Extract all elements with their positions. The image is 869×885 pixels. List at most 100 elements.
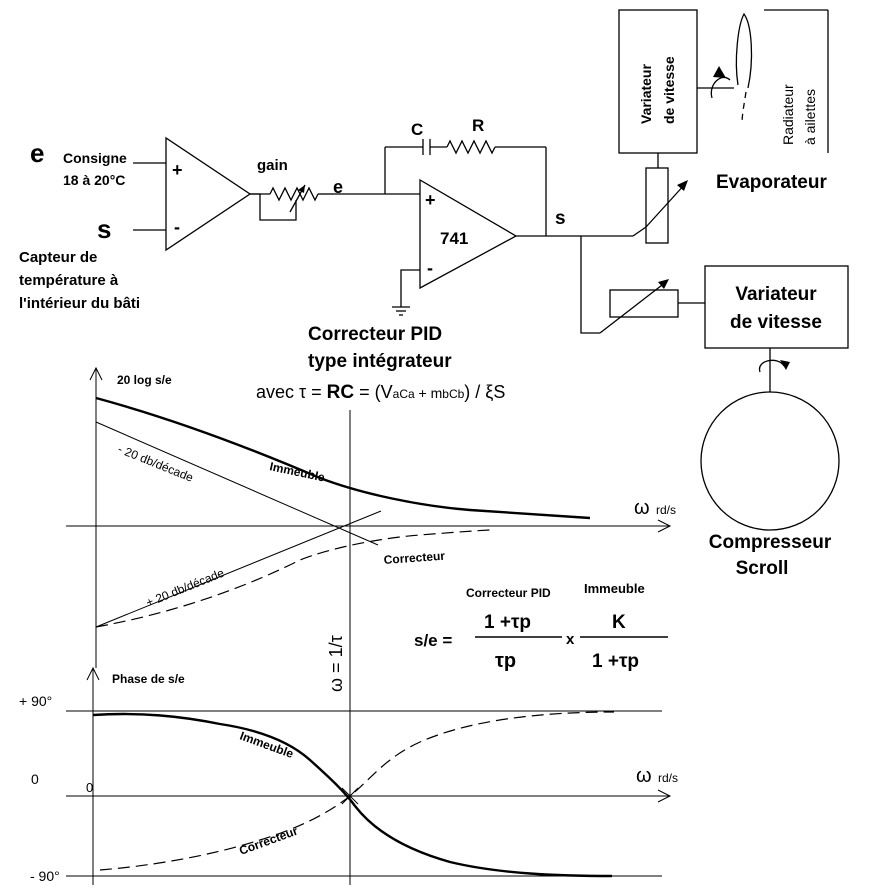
transfer-pid-label: Correcteur PID [466, 586, 551, 600]
transfer-den1: τp [495, 650, 516, 672]
s-input-label: s [97, 214, 111, 244]
formula-eq2: = (V [354, 382, 393, 402]
formula-plus-m: + m [415, 385, 443, 401]
evap-rotation-arrow-icon [710, 76, 731, 99]
evap-pot-wiper [645, 182, 687, 228]
phase-immeuble-label: Immeuble [238, 729, 296, 761]
radiator-line2: à ailettes [802, 89, 818, 145]
phase-x-axis-arrow-icon [657, 789, 672, 803]
pid-subtitle: type intégrateur [308, 351, 452, 372]
formula-tau: τ [299, 382, 306, 402]
transfer-num2: K [612, 612, 626, 633]
asymptote-minus-20 [95, 421, 379, 546]
pid-title: Correcteur PID [308, 324, 442, 345]
resistor-label: R [472, 116, 484, 135]
evap-potentiometer [645, 167, 669, 244]
gain-curve-immeuble [95, 396, 591, 520]
evap-rotation-arrowhead-icon [713, 66, 726, 78]
formula-sub-aca: aCa [393, 387, 415, 401]
consigne-range-label: 18 à 20°C [63, 172, 125, 188]
evap-variator-line1: Variateur [638, 64, 654, 124]
gain-y-axis-label: 20 log s/e [117, 373, 172, 387]
compressor-label-line1: Compresseur [709, 532, 832, 553]
compressor-potentiometer [609, 289, 679, 318]
capteur-label-1: Capteur de [19, 249, 97, 266]
transfer-immeuble-label: Immeuble [584, 581, 645, 596]
phase-cross-mark-2 [341, 787, 359, 805]
evap-pot-wire [632, 226, 647, 237]
feedback-resistor [446, 139, 496, 155]
compressor-scroll-circle [700, 391, 840, 531]
e-input-label: e [30, 138, 44, 168]
evaporator-label: Evaporateur [716, 172, 827, 193]
formula-sub-bcb: bCb [442, 387, 464, 401]
gain-wiper-arrow-icon [298, 185, 305, 193]
phase-x-unit: rd/s [658, 771, 678, 785]
phase-x-omega: ω [636, 765, 652, 787]
phase-correcteur-label: Correcteur [237, 824, 300, 858]
formula-prefix: avec [256, 382, 299, 402]
transfer-times: x [566, 631, 575, 648]
gain-resistor [269, 186, 319, 202]
gain-curve-correcteur [95, 529, 491, 628]
compressor-pot-arrow-icon [658, 279, 669, 289]
fan-blade-top-icon [735, 12, 753, 89]
gain-x-omega: ω [634, 497, 650, 519]
radiator-line1: Radiateur [780, 84, 796, 145]
phase-tick-plus90: + 90° [19, 693, 52, 709]
phase-tick-zero-inner: 0 [86, 780, 93, 795]
evap-pot-arrow-icon [677, 180, 688, 191]
gain-x-unit: rd/s [656, 503, 676, 517]
comparator-opamp [165, 136, 252, 252]
gain-feedback-wire [250, 193, 297, 221]
consigne-label: Consigne [63, 150, 127, 166]
ground-wire [400, 269, 420, 307]
comparator-minus-sign: - [174, 217, 180, 237]
transfer-num1: 1 +τp [484, 612, 531, 633]
gain-immeuble-label: Immeuble [268, 459, 326, 484]
transfer-lhs: s/e = [414, 631, 452, 650]
compressor-variator-line2: de vitesse [730, 312, 822, 333]
capteur-label-2: température à [19, 272, 119, 289]
formula-rc: RC [327, 382, 355, 403]
gain-y-axis-arrow-icon [89, 366, 103, 381]
formula-div: ) / [464, 382, 485, 402]
evap-variator-line2: de vitesse [661, 56, 677, 124]
gain-label: gain [257, 157, 288, 174]
compressor-variator-line1: Variateur [735, 284, 817, 305]
gain-x-axis-arrow-icon [657, 519, 672, 533]
phase-y-axis-label: Phase de s/e [112, 672, 185, 686]
comparator-plus-sign: + [172, 160, 183, 180]
transfer-den2: 1 +τp [592, 651, 639, 672]
compressor-rotation-arrowhead-icon [780, 360, 790, 370]
gain-correcteur-label: Correcteur [383, 549, 446, 567]
capteur-label-3: l'intérieur du bâti [19, 295, 140, 312]
capacitor-label: C [411, 120, 423, 139]
compressor-label-line2: Scroll [736, 558, 789, 579]
formula-xi: ξ [485, 382, 493, 402]
opamp-minus-sign: - [427, 258, 433, 278]
phase-y-axis-arrow-icon [86, 666, 100, 681]
formula-s: S [493, 382, 505, 402]
opamp-741 [419, 178, 518, 290]
phase-curve-immeuble [92, 712, 613, 878]
compressor-pot-wiper [599, 281, 667, 334]
phase-tick-zero-outer: 0 [31, 771, 39, 787]
compressor-variator-box [704, 265, 849, 349]
phase-curve-correcteur [99, 711, 615, 871]
opamp-plus-sign: + [425, 190, 436, 210]
fan-blade-bottom-icon [741, 91, 747, 125]
compressor-rotation-arrow-icon [758, 359, 785, 373]
phase-tick-minus90: - 90° [30, 868, 60, 884]
opamp-model-label: 741 [440, 229, 468, 248]
omega-cutoff-label: ω = 1/τ [326, 635, 346, 692]
e-mid-label: e [333, 177, 343, 197]
compressor-branch-wire [580, 236, 600, 334]
evap-variator-box [618, 9, 698, 154]
slope-plus-label: + 20 db/décade [144, 566, 227, 610]
asymptote-plus-20 [95, 510, 382, 628]
formula-eq1: = [306, 382, 327, 402]
s-output-label: s [555, 208, 566, 229]
pid-formula: avec τ = RC = (VaCa + mbCb) / ξS [256, 382, 505, 403]
